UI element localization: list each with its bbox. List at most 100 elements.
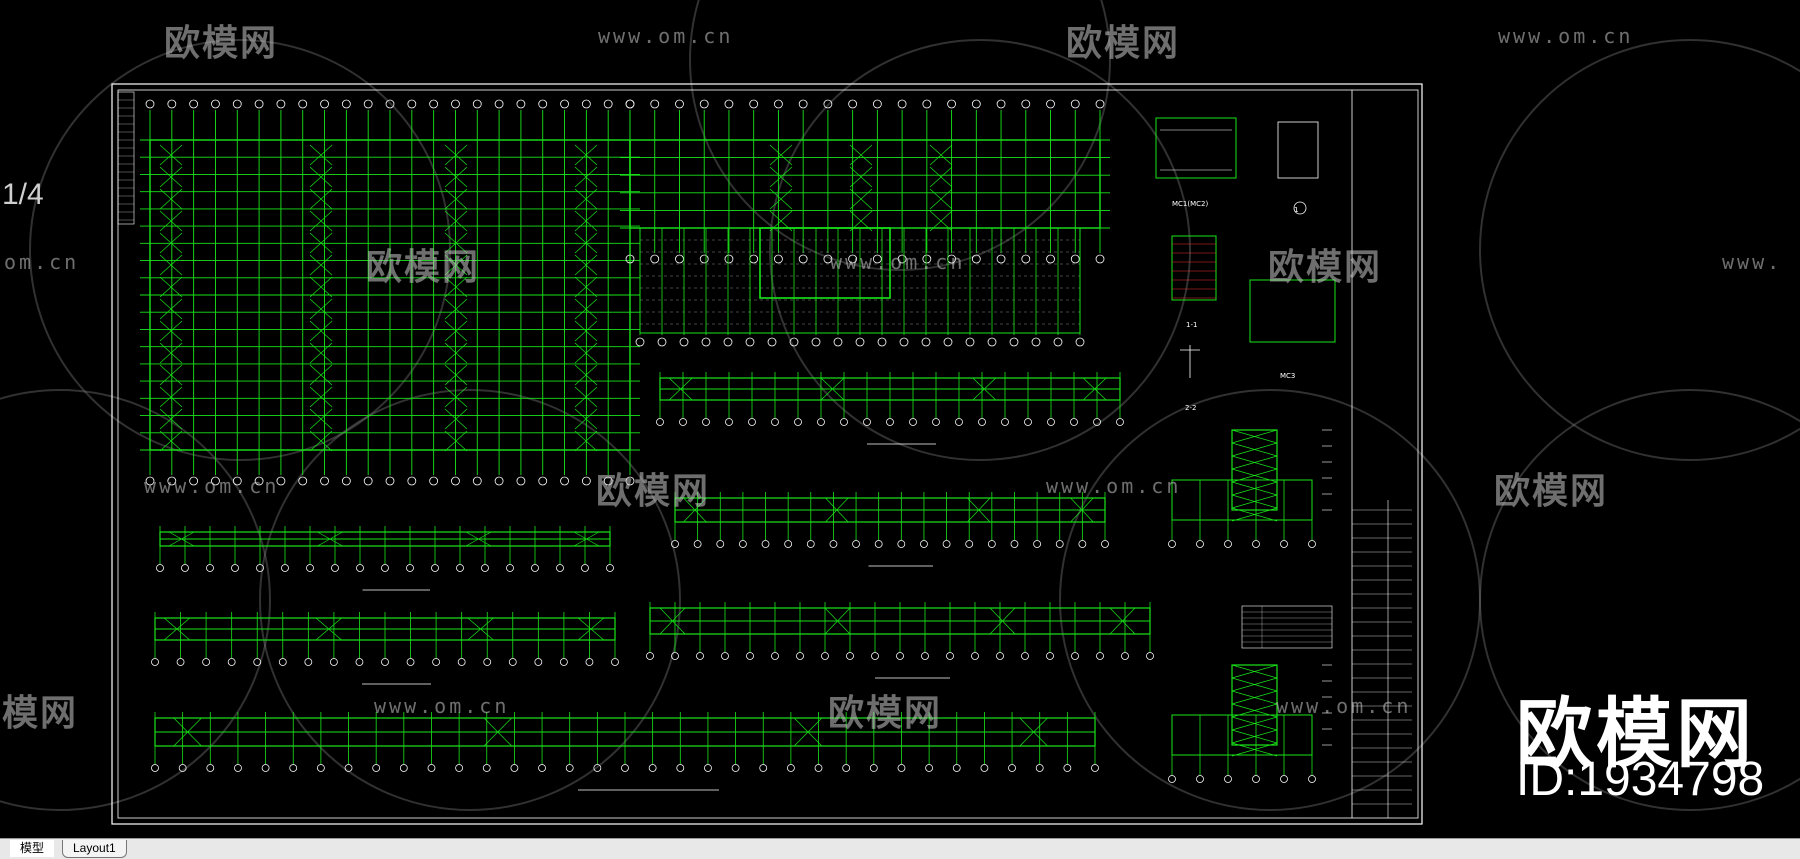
axis-bubble	[451, 476, 460, 486]
tab-layout1[interactable]: Layout1	[62, 840, 127, 858]
axis-bubble	[621, 764, 629, 772]
axis-bubble	[1096, 652, 1104, 660]
axis-bubble	[794, 418, 802, 426]
bracing	[849, 144, 873, 166]
axis-bubble	[1196, 775, 1204, 783]
bracing	[574, 188, 598, 210]
bracing	[574, 232, 598, 254]
bracing	[1231, 481, 1278, 496]
axis-bubble	[457, 658, 466, 666]
axis-bubble	[650, 99, 660, 109]
axis-bubble	[329, 658, 338, 666]
watermark-circle	[1479, 389, 1800, 811]
axis-bubble	[699, 254, 709, 264]
detail-label: 1-1	[1186, 321, 1197, 329]
axis-bubble	[897, 254, 907, 264]
axis-bubble	[211, 99, 220, 109]
axis-bubble	[176, 658, 185, 666]
axis-bubble	[256, 564, 264, 572]
bracing	[1231, 664, 1278, 679]
axis-bubble	[656, 418, 664, 426]
bracing	[929, 188, 953, 210]
axis-bubble	[921, 652, 929, 660]
detail-label: MC1(MC2)	[1172, 200, 1208, 208]
axis-bubble	[842, 764, 851, 772]
axis-bubble	[852, 540, 860, 548]
axis-bubble	[429, 99, 439, 109]
axis-bubble	[725, 418, 733, 426]
axis-bubble	[483, 658, 492, 666]
axis-bubble	[372, 764, 381, 772]
bracing	[577, 617, 604, 641]
bracing	[159, 144, 183, 166]
bracing	[825, 497, 849, 523]
bracing	[929, 144, 953, 166]
axis-bubble	[1047, 418, 1055, 426]
axis-bubble	[625, 99, 635, 109]
axis-bubble	[759, 764, 768, 772]
axis-bubble	[746, 652, 754, 660]
axis-bubble	[806, 540, 815, 548]
axis-bubble	[1071, 652, 1079, 660]
axis-bubble	[1168, 540, 1176, 548]
axis-bubble	[798, 254, 808, 264]
bracing	[574, 364, 598, 386]
axis-bubble	[877, 337, 887, 347]
axis-bubble	[341, 476, 351, 486]
axis-bubble	[650, 254, 660, 264]
axis-bubble	[823, 99, 833, 109]
bracing	[483, 717, 512, 747]
bracing	[574, 210, 598, 232]
bracing	[444, 188, 468, 210]
bracing	[929, 210, 953, 232]
axis-bubble	[1091, 764, 1099, 772]
axis-bubble	[431, 564, 439, 572]
axis-bubble	[516, 99, 526, 109]
axis-bubble	[731, 764, 740, 772]
sheet-inner-border	[117, 89, 1419, 819]
bracing	[444, 320, 468, 342]
bracing	[1231, 507, 1278, 522]
axis-bubble	[671, 652, 679, 660]
bracing	[574, 166, 598, 188]
axis-bubble	[896, 652, 904, 660]
axis-bubble	[1024, 418, 1032, 426]
layout-tab-bar: 模型 Layout1	[0, 838, 1800, 859]
axis-bubble	[1035, 764, 1044, 772]
bracing	[309, 430, 333, 452]
bracing	[1070, 497, 1094, 523]
bracing	[1231, 429, 1278, 444]
bracing	[574, 276, 598, 298]
axis-bubble	[276, 476, 286, 486]
axis-bubble	[1046, 99, 1055, 109]
axis-bubble	[767, 337, 777, 347]
bracing	[159, 430, 183, 452]
axis-bubble	[581, 99, 591, 109]
axis-bubble	[1280, 775, 1288, 783]
axis-bubble	[946, 652, 954, 660]
overlay-id-label: ID:1934798	[1516, 753, 1765, 806]
axis-bubble	[472, 99, 482, 109]
axis-bubble	[679, 418, 687, 426]
axis-bubble	[965, 337, 975, 347]
tab-model[interactable]: 模型	[10, 840, 55, 857]
axis-bubble	[897, 764, 906, 772]
bracing	[309, 386, 333, 408]
axis-bubble	[987, 337, 997, 347]
bracing	[444, 386, 468, 408]
detail-mc1	[1155, 117, 1237, 179]
axis-bubble	[254, 476, 264, 486]
axis-bubble	[534, 658, 543, 666]
bracing	[444, 276, 468, 298]
bracing	[168, 531, 195, 547]
bracing	[309, 232, 333, 254]
bracing	[159, 188, 183, 210]
axis-bubble	[234, 764, 242, 772]
axis-bubble	[211, 476, 220, 486]
axis-bubble	[922, 99, 932, 109]
axis-bubble	[581, 476, 591, 486]
axis-bubble	[774, 99, 783, 109]
axis-bubble	[952, 764, 961, 772]
